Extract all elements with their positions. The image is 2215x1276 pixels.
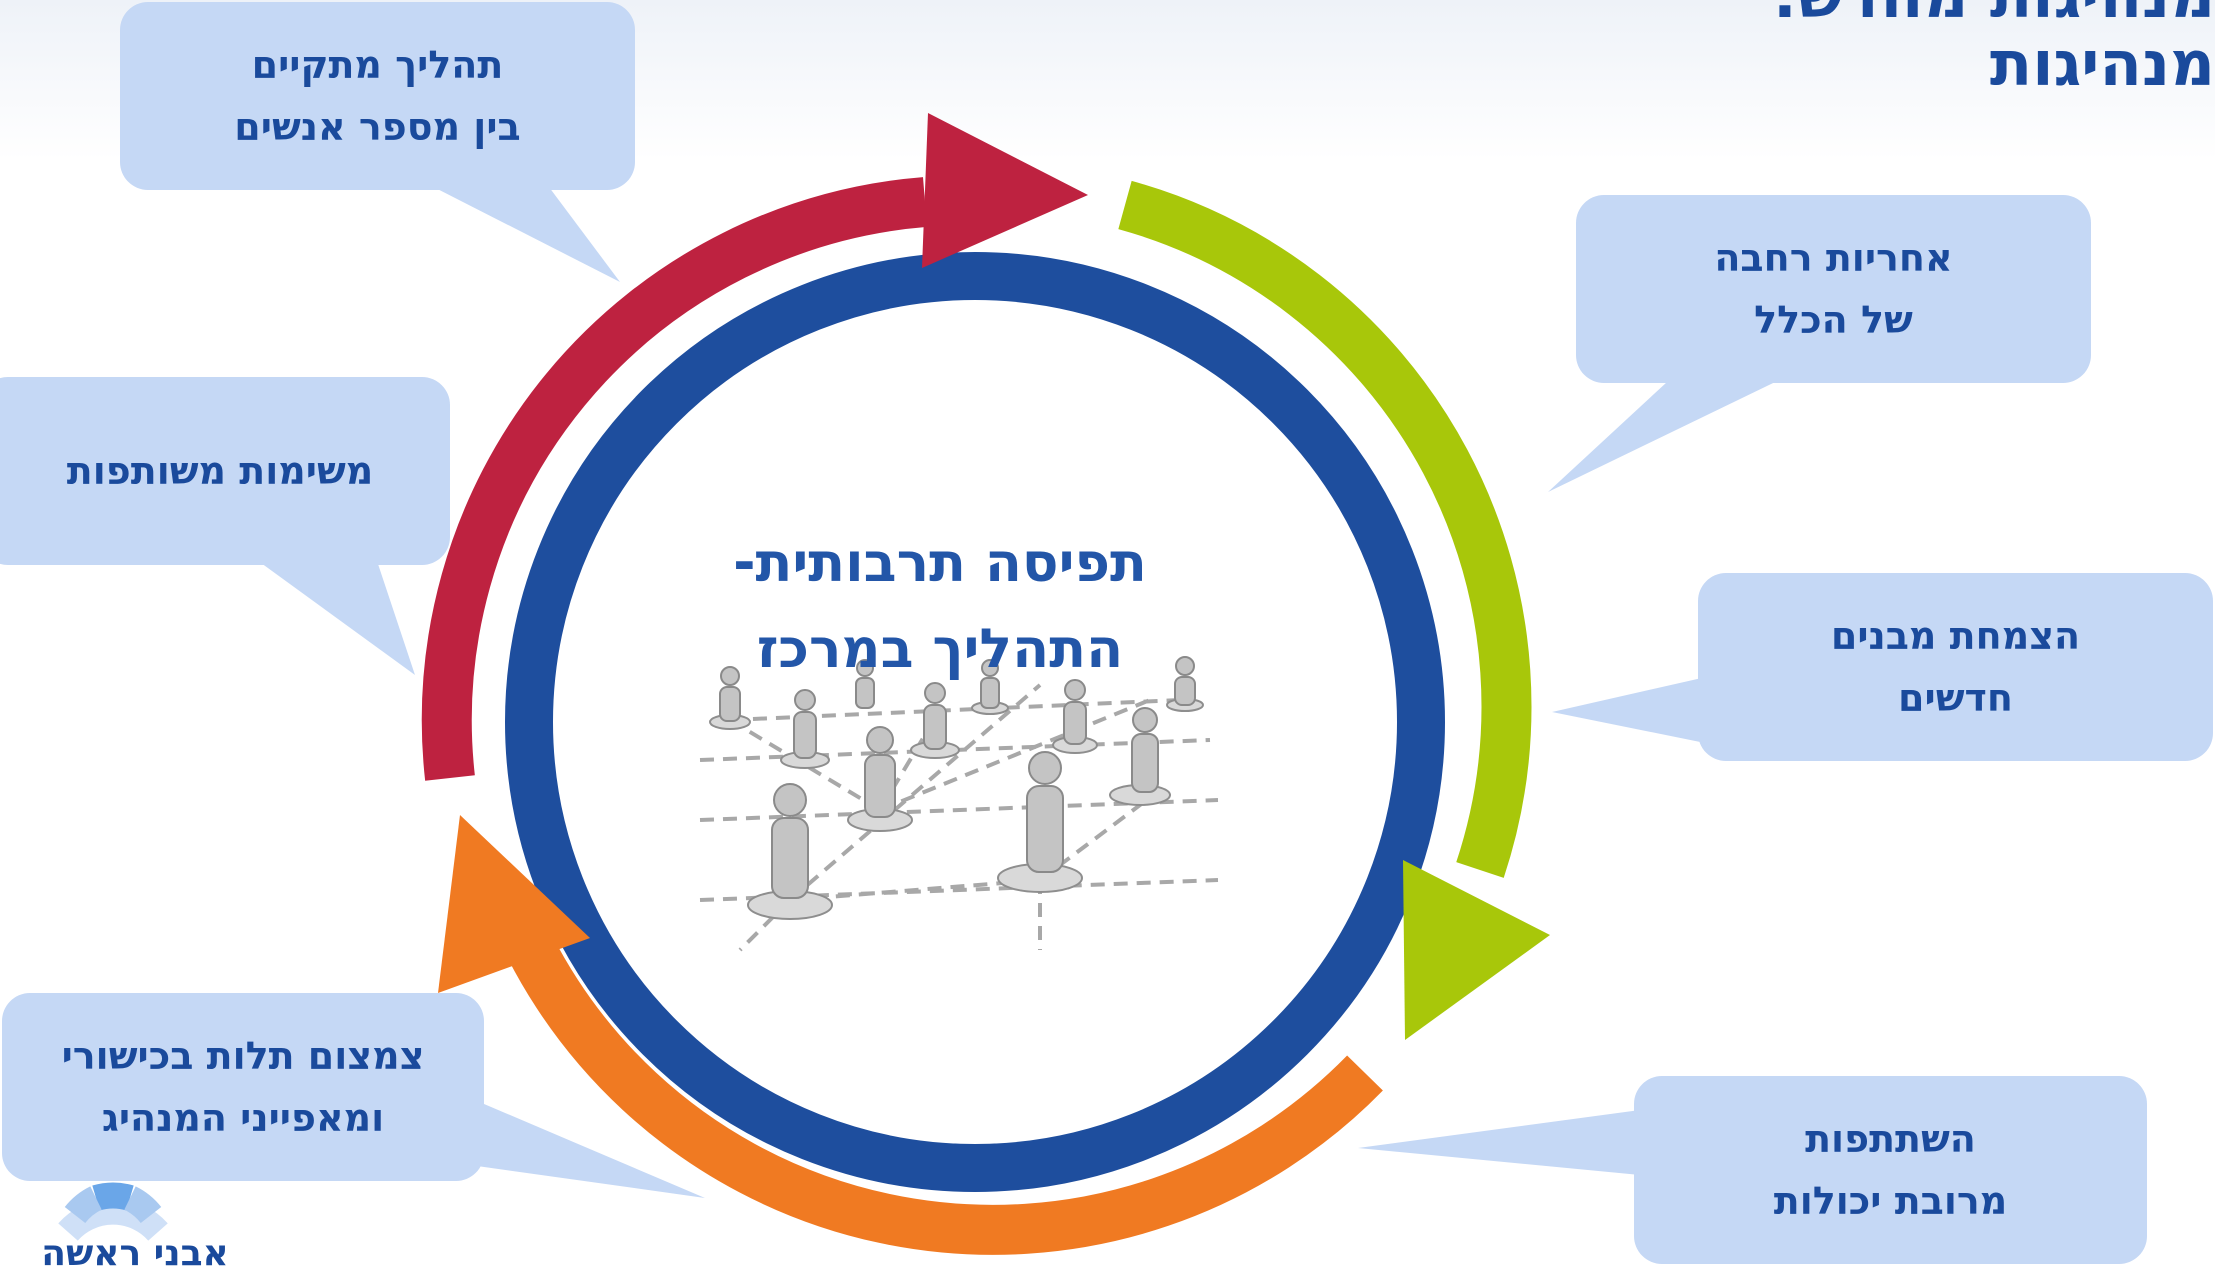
people-network-illustration: [693, 650, 1219, 952]
logo-text: אבני ראשה: [41, 1233, 229, 1274]
bubble-participation: [1358, 1076, 2147, 1264]
bubble-new-structures-text: הצמחת מבנים חדשים: [1698, 573, 2213, 761]
bubble-participation-line1: השתתפות: [1805, 1117, 1976, 1161]
bubble-new-structures-line2: חדשים: [1898, 676, 2013, 720]
bubble-responsibility-line2: של הכלל: [1754, 298, 1913, 342]
bubble-shared-tasks: [0, 377, 450, 675]
green-cycle-arrow: [1118, 180, 1550, 1040]
bubble-reduce-dependency-line2: ומאפייני המנהיג: [101, 1096, 385, 1140]
bubble-new-structures: [1552, 573, 2213, 761]
bubble-responsibility: [1548, 195, 2091, 492]
bubble-process: [120, 2, 635, 282]
bubble-process-line1: תהליך מתקיים: [251, 43, 504, 87]
bubble-reduce-dependency: [2, 993, 705, 1198]
bubble-participation-text: השתתפות מרובת יכולות: [1634, 1076, 2147, 1264]
bubble-responsibility-line1: אחריות רחבה: [1714, 236, 1953, 280]
center-label-line1: תפיסה תרבותית-: [733, 531, 1147, 594]
bubble-reduce-dependency-text: צמצום תלות בכישורי ומאפייני המנהיג: [2, 993, 484, 1181]
page-title-line2: מנהיגות: [1989, 27, 2215, 100]
bubble-shared-tasks-text: משימות משותפות: [20, 377, 420, 565]
orange-cycle-arrow: [438, 815, 1383, 1255]
bubble-responsibility-text: אחריות רחבה של הכלל: [1576, 195, 2091, 383]
center-label-line2: התהליך במרכז: [756, 617, 1124, 680]
bubble-new-structures-line1: הצמחת מבנים: [1830, 614, 2081, 658]
page-title-line1: מנהיגות מחדש:: [1315, 0, 2215, 30]
bubble-process-text: תהליך מתקיים בין מספר אנשים: [120, 2, 635, 190]
red-cycle-arrow: [421, 113, 1088, 781]
bubble-process-line2: בין מספר אנשים: [234, 105, 521, 149]
center-label: תפיסה תרבותית- התהליך במרכז: [660, 520, 1220, 692]
bubble-reduce-dependency-line1: צמצום תלות בכישורי: [61, 1034, 425, 1078]
logo-icon: [58, 1182, 168, 1242]
bubble-participation-line2: מרובת יכולות: [1773, 1179, 2008, 1223]
page-title: מנהיגות מחדש: מנהיגות: [1315, 0, 2215, 98]
bubble-shared-tasks-line1: משימות משותפות: [66, 449, 374, 493]
